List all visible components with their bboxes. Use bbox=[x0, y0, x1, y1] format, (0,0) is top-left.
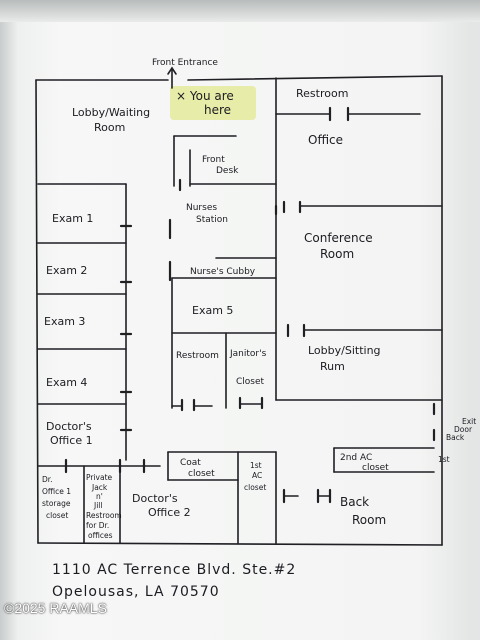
janitors-closet-label-2: Closet bbox=[236, 377, 265, 387]
storage-closet-label-1: Dr. bbox=[42, 475, 53, 484]
doctors-office-2-label-2: Office 2 bbox=[148, 506, 191, 519]
jack-n-jill-label-1: Private bbox=[86, 473, 113, 482]
nurses-station-label-1: Nurses bbox=[186, 203, 217, 213]
doctors-office-1-label-2: Office 1 bbox=[50, 434, 93, 447]
lobby-sitting-label-2: Rum bbox=[320, 360, 345, 373]
ac1-label-2: AC bbox=[252, 471, 262, 480]
nurses-cubby-label: Nurse's Cubby bbox=[190, 267, 256, 277]
storage-closet-label-4: closet bbox=[46, 511, 68, 520]
storage-closet-label-2: Office 1 bbox=[42, 487, 71, 496]
coat-closet-label-2: closet bbox=[188, 469, 215, 479]
outer-wall-bottom bbox=[37, 542, 443, 546]
janitors-closet-label-1: Janitor's bbox=[229, 349, 267, 359]
conference-room-label-1: Conference bbox=[304, 231, 373, 245]
you-are-here-highlight bbox=[170, 86, 256, 120]
exam-2-label: Exam 2 bbox=[46, 264, 87, 277]
conference-room-label-2: Room bbox=[320, 247, 354, 261]
address-line-2: Opelousas, LA 70570 bbox=[52, 584, 220, 600]
exam-1-label: Exam 1 bbox=[52, 212, 93, 225]
front-desk-label-2: Desk bbox=[216, 166, 239, 176]
storage-closet-label-3: storage bbox=[42, 499, 71, 508]
doctors-office-1-label-1: Doctor's bbox=[46, 420, 92, 433]
coat-closet-label-1: Coat bbox=[180, 458, 201, 468]
jack-n-jill-label-3: n' bbox=[96, 492, 103, 501]
doctors-office-2-label-1: Doctor's bbox=[132, 492, 178, 505]
restroom-top-label: Restroom bbox=[296, 87, 348, 100]
jack-n-jill-label-2: Jack bbox=[91, 483, 108, 492]
ac1-label-3: closet bbox=[244, 483, 266, 492]
back-room-label-2: Room bbox=[352, 513, 386, 527]
jack-n-jill-label-4: Jill bbox=[93, 501, 102, 510]
front-entrance-label: Front Entrance bbox=[152, 58, 218, 68]
ac1-label-1: 1st bbox=[250, 461, 262, 470]
back-room-label-1: Back bbox=[340, 495, 369, 509]
entrance-arrow-head bbox=[167, 66, 177, 75]
back-door-exit-label-2: Back bbox=[446, 433, 465, 442]
outer-wall-top-right bbox=[187, 75, 443, 81]
jack-n-jill-label-6: for Dr. bbox=[86, 521, 109, 530]
office-label: Office bbox=[308, 133, 343, 147]
ac2-label-2: closet bbox=[362, 463, 389, 473]
lobby-waiting-label-2: Room bbox=[94, 121, 125, 134]
back-door-exit-label-1: 1st bbox=[438, 455, 450, 464]
exam-4-label: Exam 4 bbox=[46, 376, 87, 389]
outer-wall-left bbox=[35, 79, 39, 544]
ac2-label-1: 2nd AC bbox=[340, 453, 372, 463]
exam-5-label: Exam 5 bbox=[192, 304, 233, 317]
jack-n-jill-label-5: Restroom bbox=[86, 511, 122, 520]
back-door-exit-label-3: Door bbox=[454, 425, 473, 434]
jack-n-jill-label-7: offices bbox=[88, 531, 113, 540]
restroom-mid-label: Restroom bbox=[176, 351, 219, 361]
address-line-1: 1110 AC Terrence Blvd. Ste.#2 bbox=[52, 562, 296, 578]
you-are-here-label-1: × You are bbox=[176, 89, 234, 103]
lobby-waiting-label-1: Lobby/Waiting bbox=[72, 106, 150, 119]
nurses-station-label-2: Station bbox=[196, 215, 228, 225]
paper-shadow bbox=[0, 0, 480, 22]
lobby-sitting-label-1: Lobby/Sitting bbox=[308, 344, 381, 357]
copyright-watermark: ©2025 RAAMLS bbox=[4, 600, 107, 616]
front-desk-label-1: Front bbox=[202, 155, 225, 165]
back-door-exit-label-4: Exit bbox=[462, 417, 476, 426]
you-are-here-label-2: here bbox=[204, 103, 231, 117]
exam-3-label: Exam 3 bbox=[44, 315, 85, 328]
